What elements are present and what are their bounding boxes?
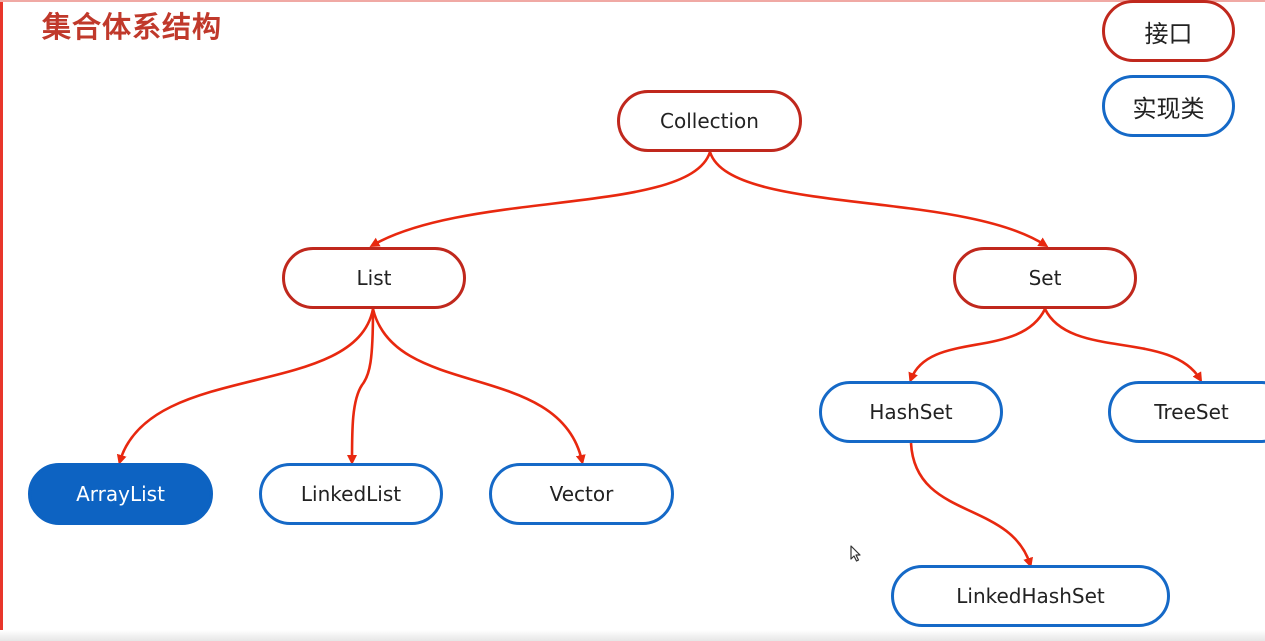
left-accent-rule <box>0 0 3 641</box>
node-vector-label: Vector <box>549 482 614 506</box>
legend-implementation: 实现类 <box>1102 75 1235 137</box>
edge-set-hashset <box>908 308 1047 383</box>
node-list-label: List <box>356 266 392 290</box>
node-set-label: Set <box>1028 266 1062 290</box>
edge-set-treeset <box>1043 308 1203 383</box>
legend-interface-label: 接口 <box>1144 19 1193 48</box>
node-linkedlist-label: LinkedList <box>300 482 402 506</box>
node-linkedhashset: LinkedHashSet <box>891 565 1170 627</box>
node-vector: Vector <box>489 463 674 525</box>
node-arraylist-label: ArrayList <box>76 482 165 506</box>
edge-hashset-linkedhashset <box>909 442 1033 568</box>
legend-implementation-label: 实现类 <box>1132 94 1205 123</box>
bottom-edge-shadow <box>0 630 1265 641</box>
node-treeset-label: TreeSet <box>1154 400 1229 424</box>
node-set: Set <box>953 247 1137 309</box>
node-treeset: TreeSet <box>1108 381 1265 443</box>
node-linkedlist: LinkedList <box>259 463 443 525</box>
node-collection: Collection <box>617 90 802 152</box>
page-title: 集合体系结构 <box>42 10 223 44</box>
node-hashset: HashSet <box>819 381 1003 443</box>
node-hashset-label: HashSet <box>869 400 953 424</box>
node-arraylist: ArrayList <box>28 463 213 525</box>
edge-list-arraylist <box>116 308 375 465</box>
node-linkedhashset-label: LinkedHashSet <box>956 584 1105 608</box>
node-collection-label: Collection <box>660 109 759 133</box>
mouse-pointer-icon <box>850 545 861 562</box>
node-list: List <box>282 247 466 309</box>
edge-collection-list <box>369 151 712 247</box>
legend-interface: 接口 <box>1102 0 1235 62</box>
edge-list-linkedlist <box>347 308 375 465</box>
top-accent-rule <box>0 0 1265 2</box>
edge-collection-set <box>708 151 1049 248</box>
edge-list-vector <box>371 308 586 465</box>
